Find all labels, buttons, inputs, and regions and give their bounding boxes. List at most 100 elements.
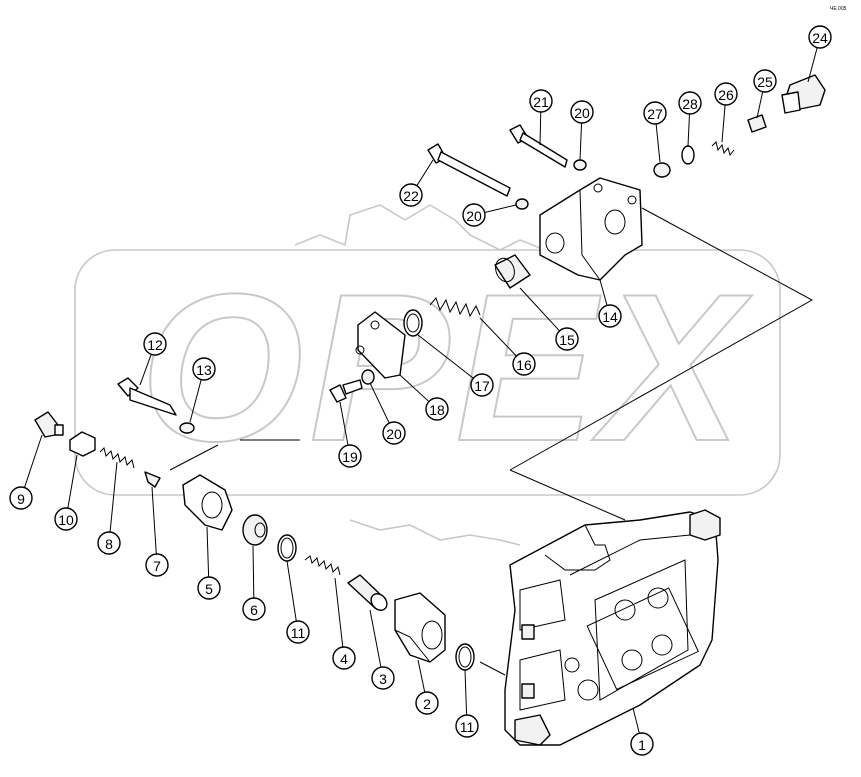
callout-label: 21 [533, 94, 549, 110]
part-nut [69, 431, 96, 457]
callout-circle [678, 91, 702, 115]
callout-leader [687, 113, 690, 147]
callout-circle [753, 69, 777, 93]
callout-leader [206, 526, 210, 578]
callout-circle [192, 357, 216, 381]
callout-circle [332, 646, 356, 670]
callout-16: 16 [479, 317, 536, 376]
callout-circle [425, 397, 449, 421]
callout-label: 11 [460, 719, 475, 735]
callout-circle [338, 444, 362, 468]
callout-leader [655, 123, 661, 163]
callout-circle [54, 507, 78, 531]
callout-leader [417, 334, 474, 379]
callout-label: 2 [423, 696, 431, 712]
callout-15: 15 [519, 287, 579, 351]
callout-17: 17 [417, 334, 494, 397]
part-bolt-21 [509, 124, 568, 168]
callout-leader [807, 47, 818, 83]
callout-21: 21 [529, 89, 553, 146]
callout-circle [512, 352, 536, 376]
part-washer-small [179, 422, 195, 434]
callout-circle [462, 203, 486, 227]
part-poppet [144, 471, 161, 488]
callout-leader [539, 111, 542, 146]
part-spool-cap [494, 254, 531, 289]
callout-19: 19 [338, 401, 362, 468]
callout-circle [470, 373, 494, 397]
callout-label: 27 [647, 106, 663, 122]
callout-circle [570, 100, 594, 124]
callout-11: 11 [286, 560, 310, 644]
callout-circle [555, 327, 579, 351]
callout-leader [67, 454, 78, 509]
callout-10: 10 [54, 454, 78, 531]
callout-22: 22 [399, 159, 434, 207]
callout-label: 26 [718, 87, 734, 103]
callout-circle [242, 597, 266, 621]
callout-circle [455, 714, 479, 738]
part-valve-body [504, 509, 721, 746]
callout-20: 20 [570, 100, 594, 161]
part-washer-20-top [573, 159, 587, 171]
callout-label: 10 [58, 512, 74, 528]
part-spring-large [429, 297, 481, 318]
part-o-ring-28 [681, 145, 695, 165]
part-plug [34, 411, 64, 438]
callout-leader [369, 382, 390, 424]
callout-label: 7 [153, 558, 161, 574]
callouts: 1234567891011111213141516171819202020212… [9, 25, 832, 756]
part-washer-20-left [361, 369, 375, 385]
callout-leader [334, 577, 344, 648]
callout-circle [529, 89, 553, 113]
part-end-cover [394, 592, 446, 663]
callout-leader [632, 707, 640, 734]
callout-5: 5 [197, 526, 221, 600]
part-washer [242, 514, 268, 546]
callout-2: 2 [415, 659, 439, 715]
callout-7: 7 [145, 486, 169, 577]
callout-label: 18 [429, 402, 445, 418]
callout-label: 12 [147, 337, 163, 353]
callout-leader [399, 374, 430, 402]
callout-label: 9 [17, 491, 25, 507]
callout-label: 17 [474, 378, 490, 394]
callout-27: 27 [643, 101, 667, 163]
callout-20: 20 [462, 203, 517, 227]
callout-11: 11 [455, 669, 479, 738]
callout-leader [599, 279, 608, 306]
part-washer-20-mid [515, 198, 529, 210]
callout-label: 16 [516, 357, 532, 373]
callout-label: 4 [340, 651, 348, 667]
callout-label: 14 [602, 309, 618, 325]
callout-leader [109, 461, 118, 533]
callout-1: 1 [630, 707, 654, 756]
callout-leader [189, 379, 202, 423]
callout-3: 3 [369, 609, 395, 690]
callout-label: 6 [250, 602, 258, 618]
callout-label: 22 [403, 188, 419, 204]
callout-leader [416, 159, 434, 186]
callout-leader [339, 401, 349, 446]
callout-label: 15 [559, 332, 575, 348]
callout-circle [371, 666, 395, 690]
callout-leader [252, 545, 255, 599]
callout-leader [484, 204, 517, 213]
callout-label: 8 [105, 536, 113, 552]
callout-13: 13 [189, 357, 216, 423]
callout-label: 5 [205, 581, 213, 597]
callout-leader [479, 317, 517, 357]
callout-leader [369, 609, 382, 668]
callout-circle [415, 691, 439, 715]
part-bolt-22 [427, 143, 511, 197]
callout-label: 24 [812, 30, 828, 46]
callout-leader [139, 354, 152, 386]
callout-26: 26 [714, 82, 738, 143]
part-seat [653, 162, 671, 178]
callout-label: 13 [196, 362, 212, 378]
corner-mark: ЧЕ 005 [830, 6, 847, 12]
callout-label: 19 [342, 449, 358, 465]
callout-label: 20 [574, 105, 590, 121]
callout-label: 1 [638, 737, 646, 753]
